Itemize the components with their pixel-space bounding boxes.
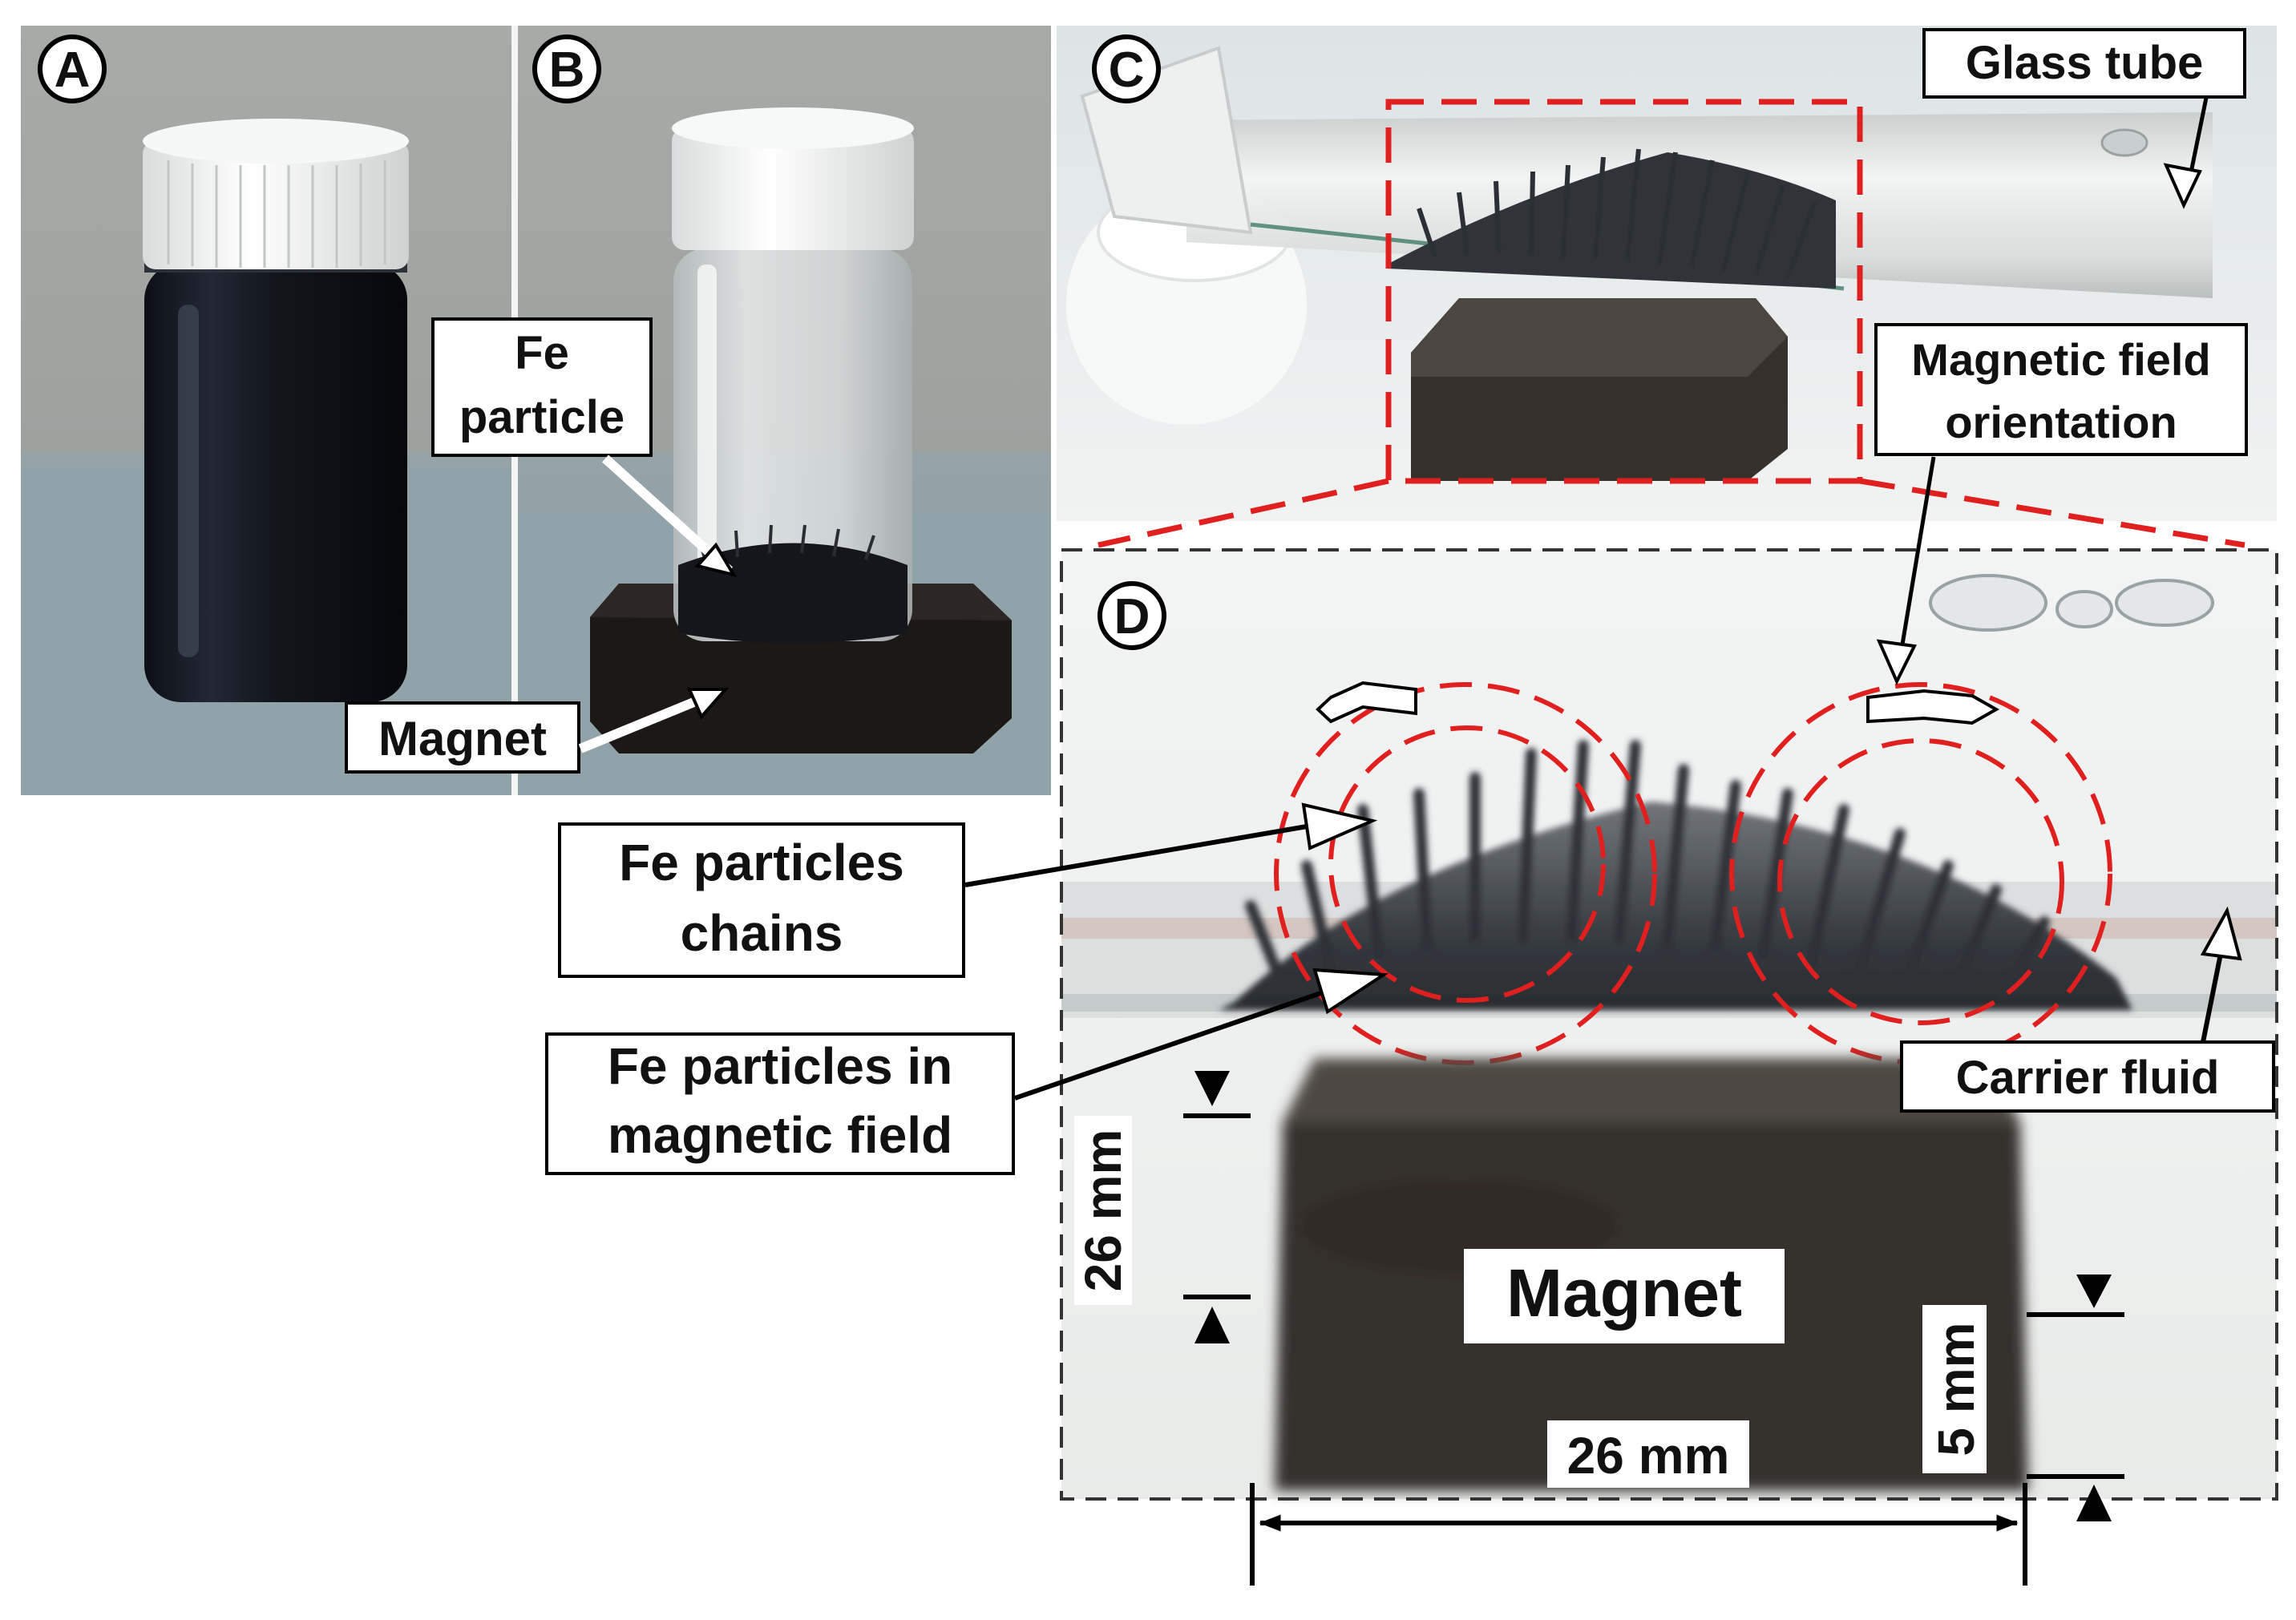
magnet-callout-b: Magnet xyxy=(345,688,730,774)
magnet-label-d: Magnet xyxy=(1506,1255,1742,1331)
chains-callout: Fe particles chains xyxy=(558,802,1378,978)
field-orientation-callout: Magnetic field orientation xyxy=(1874,323,2248,456)
panel-b-letter: B xyxy=(532,34,601,103)
field-orientation-label-line1: Magnetic field xyxy=(1911,334,2210,385)
panel-b-letter-text: B xyxy=(549,42,585,98)
panel-b: B Fe particle Magnet xyxy=(345,26,1051,795)
panel-a-letter: A xyxy=(38,34,107,103)
dim-height-left-label-box: 26 mm xyxy=(1074,1116,1132,1305)
vial-cap xyxy=(672,107,914,250)
infield-callout: Fe particles in magnetic field xyxy=(545,968,1389,1175)
dimension-width: 26 mm xyxy=(1250,1420,2027,1586)
carrier-fluid-callout: Carrier fluid xyxy=(1900,906,2275,1113)
infield-label-line1: Fe particles in xyxy=(608,1037,952,1095)
field-orientation-label-line2: orientation xyxy=(1945,397,2177,447)
carrier-fluid-label: Carrier fluid xyxy=(1956,1052,2220,1104)
magnet-c xyxy=(1411,298,1788,481)
infield-label-line2: magnetic field xyxy=(608,1106,952,1164)
chains-label-line1: Fe particles xyxy=(619,834,904,891)
dim-width-label: 26 mm xyxy=(1567,1427,1730,1485)
dim-thickness-label-box: 5 mm xyxy=(1922,1305,1987,1473)
particle-chains-d xyxy=(1219,740,2132,1010)
dim-thickness-label: 5 mm xyxy=(1927,1322,1985,1456)
zoom-connectors xyxy=(1097,478,2245,548)
panel-a: A xyxy=(21,26,511,795)
panel-d-letter-text: D xyxy=(1114,589,1150,644)
panel-c-letter-text: C xyxy=(1109,42,1145,98)
glass-tube-callout: Glass tube xyxy=(1922,28,2246,209)
fe-particle-callout: Fe particle xyxy=(431,317,738,578)
panel-c-letter: C xyxy=(1092,34,1161,103)
panel-d-frame xyxy=(1060,548,2278,1501)
panel-d-letter: D xyxy=(1097,581,1166,650)
jar-cap xyxy=(143,119,409,269)
magnet-arrow-b xyxy=(578,693,708,753)
panel-a-letter-text: A xyxy=(55,42,91,98)
dim-height-left-label: 26 mm xyxy=(1074,1129,1132,1292)
panel-d: D Fe particles chains Fe particles in ma… xyxy=(545,456,2278,1586)
field-orientation-arrow xyxy=(1876,456,1936,685)
dimension-height-left xyxy=(1183,1071,1251,1343)
chains-label-line2: chains xyxy=(681,904,843,962)
glass-tube-label: Glass tube xyxy=(1966,37,2204,89)
spikes-c xyxy=(1387,148,1836,289)
rotation-arrows-d xyxy=(1316,681,2000,725)
bubbles-d xyxy=(1929,574,2214,632)
magnet-callout-d: Magnet xyxy=(1464,1249,1785,1343)
dimension-thickness xyxy=(2027,1275,2124,1521)
glass-vial xyxy=(672,107,914,644)
fe-particle-label-line2: particle xyxy=(459,391,625,443)
panel-c: C Glass tube Magnetic field orientation xyxy=(1057,26,2277,521)
zoom-region xyxy=(1385,99,1863,484)
magnet-label-b: Magnet xyxy=(378,712,547,766)
fe-particle-label-line1: Fe xyxy=(515,327,569,379)
ferrofluid-jar xyxy=(143,119,409,702)
